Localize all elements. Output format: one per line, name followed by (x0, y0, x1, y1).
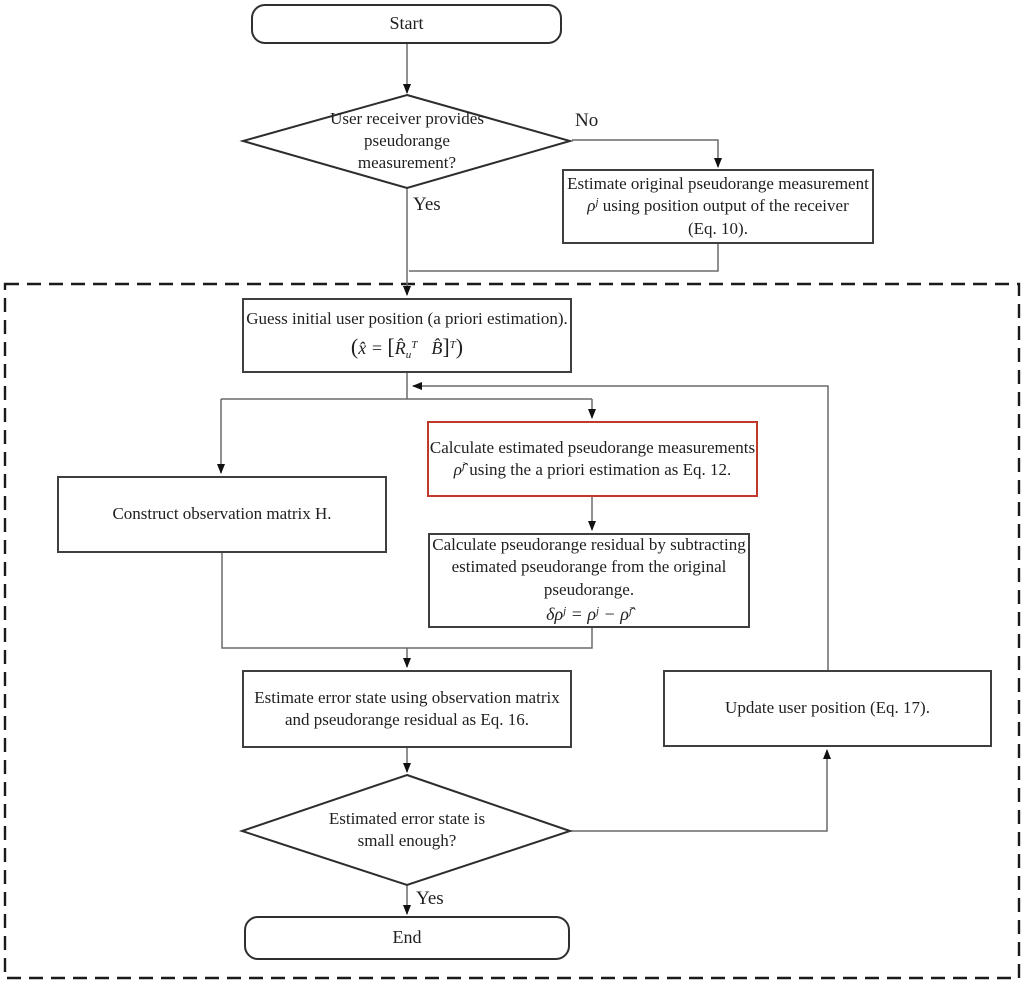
end-node: End (244, 916, 570, 960)
residual-line1: Calculate pseudorange residual by subtra… (432, 534, 746, 554)
estimate-original-line3: (Eq. 10). (688, 218, 748, 238)
edge-no-to-update (570, 749, 831, 832)
start-label: Start (389, 13, 424, 34)
estimate-original-line2: ρj using position output of the receiver (587, 195, 848, 217)
x-hat: x̂ (358, 338, 367, 359)
construct-observation-matrix-box: Construct observation matrix H. (57, 476, 387, 553)
decision1-diamond (239, 93, 574, 190)
decision2-line1: Estimated error state is (328, 809, 486, 829)
sup-T: T (411, 339, 418, 352)
end-label: End (392, 927, 422, 948)
yes-label-decision2: Yes (416, 888, 444, 909)
calc-estimated-pseudorange-box: Calculate estimated pseudorange measurem… (427, 421, 758, 497)
calc-est-line2: ρ̂j using the a priori estimation as Eq.… (454, 459, 732, 481)
decision1-text: User receiver provides pseudorange measu… (287, 107, 527, 175)
yes-label-decision1: Yes (413, 194, 441, 215)
decision2-diamond (238, 773, 574, 887)
dashed-loop-boundary (3, 282, 1021, 980)
guess-initial-position-box: Guess initial user position (a priori es… (242, 298, 572, 373)
sup-j: j (563, 605, 567, 618)
est-error-line1: Estimate error state using observation m… (254, 687, 560, 707)
sup-j: j (628, 605, 632, 618)
decision1-line1: User receiver provides (330, 109, 484, 129)
rho-hat: ρ̂ (620, 604, 629, 625)
minus: − (599, 604, 621, 625)
start-node: Start (251, 4, 562, 44)
residual-formula: δρj = ρj − ρ̂j (546, 603, 632, 627)
update-label: Update user position (Eq. 17). (725, 698, 930, 718)
decision2-text: Estimated error state is small enough? (287, 804, 527, 856)
edge-construct-merge (221, 553, 407, 649)
residual-line2: estimated pseudorange from the original (451, 557, 727, 577)
decision1-line3: measurement? (357, 152, 457, 172)
bracket-open: [ (387, 334, 395, 360)
rho: ρ (587, 604, 596, 625)
estimate-error-state-box: Estimate error state using observation m… (242, 670, 572, 748)
guess-line1: Guess initial user position (a priori es… (246, 309, 568, 329)
estimate-original-pseudorange-box: Estimate original pseudorange measuremen… (562, 169, 874, 244)
est-error-line2: and pseudorange residual as Eq. 16. (284, 710, 530, 729)
pseudorange-residual-box: Calculate pseudorange residual by subtra… (428, 533, 750, 628)
residual-line3: pseudorange. (543, 579, 635, 599)
edge-update-feedback (412, 382, 829, 670)
bracket-close: ] (442, 334, 450, 360)
calc-est-line1: Calculate estimated pseudorange measurem… (429, 437, 756, 457)
delta-rho: δρ (546, 604, 564, 625)
sup-j: j (595, 605, 600, 618)
equals: = (566, 604, 588, 625)
update-user-position-box: Update user position (Eq. 17). (663, 670, 992, 747)
sup-T-outer: T (449, 339, 456, 352)
equals: = (366, 338, 388, 359)
calc-est-line2-rest: using the a priori estimation as Eq. 12. (464, 460, 732, 479)
decision1-line2: pseudorange (364, 131, 450, 151)
rho-symbol: ρ (587, 196, 596, 216)
edge-estimate-merge (409, 243, 719, 272)
estimate-original-line2-rest: using position output of the receiver (598, 196, 849, 216)
paren-close: ) (455, 334, 464, 360)
construct-label: Construct observation matrix H. (112, 504, 332, 524)
R-hat: R̂ (394, 338, 406, 359)
sup-j: j (461, 460, 465, 472)
sub-u: u (405, 349, 412, 362)
B-hat: B̂ (431, 338, 443, 359)
estimate-original-line1: Estimate original pseudorange measuremen… (567, 173, 869, 193)
sup-j: j (595, 196, 599, 209)
paren-open: ( (350, 334, 359, 360)
rho-hat-symbol: ρ̂ (453, 460, 462, 479)
edge-no-branch (572, 139, 722, 168)
decision2-line2: small enough? (357, 831, 457, 850)
no-label: No (575, 110, 599, 131)
edge-residual-merge (407, 628, 593, 649)
